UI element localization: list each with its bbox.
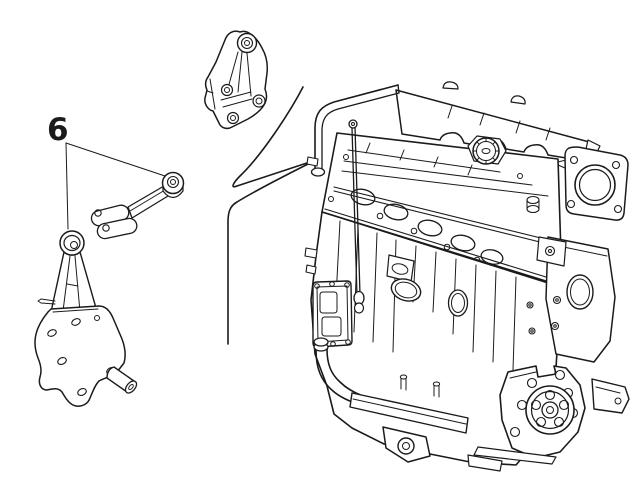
- crank-hub: [525, 385, 575, 435]
- intake-port: [350, 188, 376, 206]
- callout-6: 6: [47, 112, 169, 230]
- flange-port: [574, 164, 616, 206]
- engine-mount-bracket-upper: [204, 30, 268, 130]
- bushing-eye: [161, 171, 185, 195]
- engine-crank-mount-plate: [473, 365, 586, 465]
- bushing-eye: [59, 230, 85, 256]
- engine-mount-bracket-lower: [34, 230, 138, 407]
- engine-mount-lug: [382, 426, 503, 472]
- engine-oil-filler-cap: [467, 135, 507, 165]
- engine-coolant-pipe: [306, 84, 400, 177]
- bushing-eye: [236, 32, 258, 54]
- intake-port: [383, 203, 409, 221]
- pointer-arrow: [227, 86, 317, 345]
- intake-port: [450, 234, 476, 252]
- engine-right-flange: [557, 146, 629, 221]
- leader-line-to-torque-rod: [65, 142, 169, 178]
- mount-plate: [34, 305, 126, 407]
- engine-timing-face: [536, 236, 616, 363]
- engine-right-lug: [591, 378, 630, 414]
- callout-label: 6: [47, 112, 69, 148]
- engine-breather-nipple: [526, 195, 540, 214]
- torque-reaction-rod: [90, 171, 185, 240]
- engine-assembly: [304, 81, 630, 472]
- engine-side-cover-plate: [312, 280, 353, 348]
- leader-line-to-lower-bracket: [65, 142, 69, 230]
- water-pump-opening: [390, 278, 422, 302]
- intake-port: [480, 249, 504, 265]
- engine-lower-rail: [349, 374, 469, 434]
- intake-port: [417, 219, 443, 237]
- engine-dipstick: [348, 119, 365, 314]
